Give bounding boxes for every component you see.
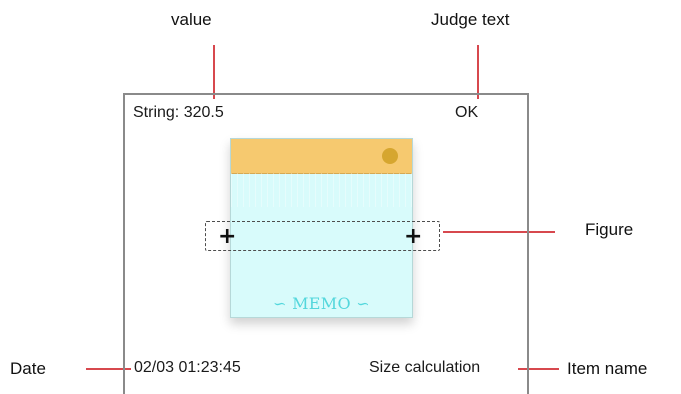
date-time-text: 02/03 01:23:45 <box>134 359 241 376</box>
left-plus-icon: + <box>218 224 237 249</box>
memo-header <box>231 139 412 174</box>
screen-frame <box>123 93 529 394</box>
item-name-callout-line <box>518 368 559 370</box>
judge-text-callout-line <box>477 45 479 99</box>
string-value-text: String: 320.5 <box>133 104 224 121</box>
value-callout-label: value <box>171 10 212 29</box>
date-callout-line <box>86 368 131 370</box>
figure-selection-box[interactable] <box>205 221 440 251</box>
judge-value-text: OK <box>455 104 479 121</box>
judge-text-callout-label: Judge text <box>431 10 510 29</box>
memo-label: ∽ MEMO ∽ <box>273 294 370 313</box>
figure-callout-line <box>443 231 555 233</box>
figure-callout-label: Figure <box>585 220 634 239</box>
memo-pin-icon <box>382 148 398 164</box>
right-plus-icon: + <box>404 224 423 249</box>
item-name-callout-label: Item name <box>567 359 648 378</box>
memo-texture <box>231 173 412 207</box>
date-callout-label: Date <box>10 359 46 378</box>
memo-figure: ∽ MEMO ∽ <box>230 138 413 318</box>
item-name-value-text: Size calculation <box>369 359 481 376</box>
value-callout-line <box>213 45 215 99</box>
